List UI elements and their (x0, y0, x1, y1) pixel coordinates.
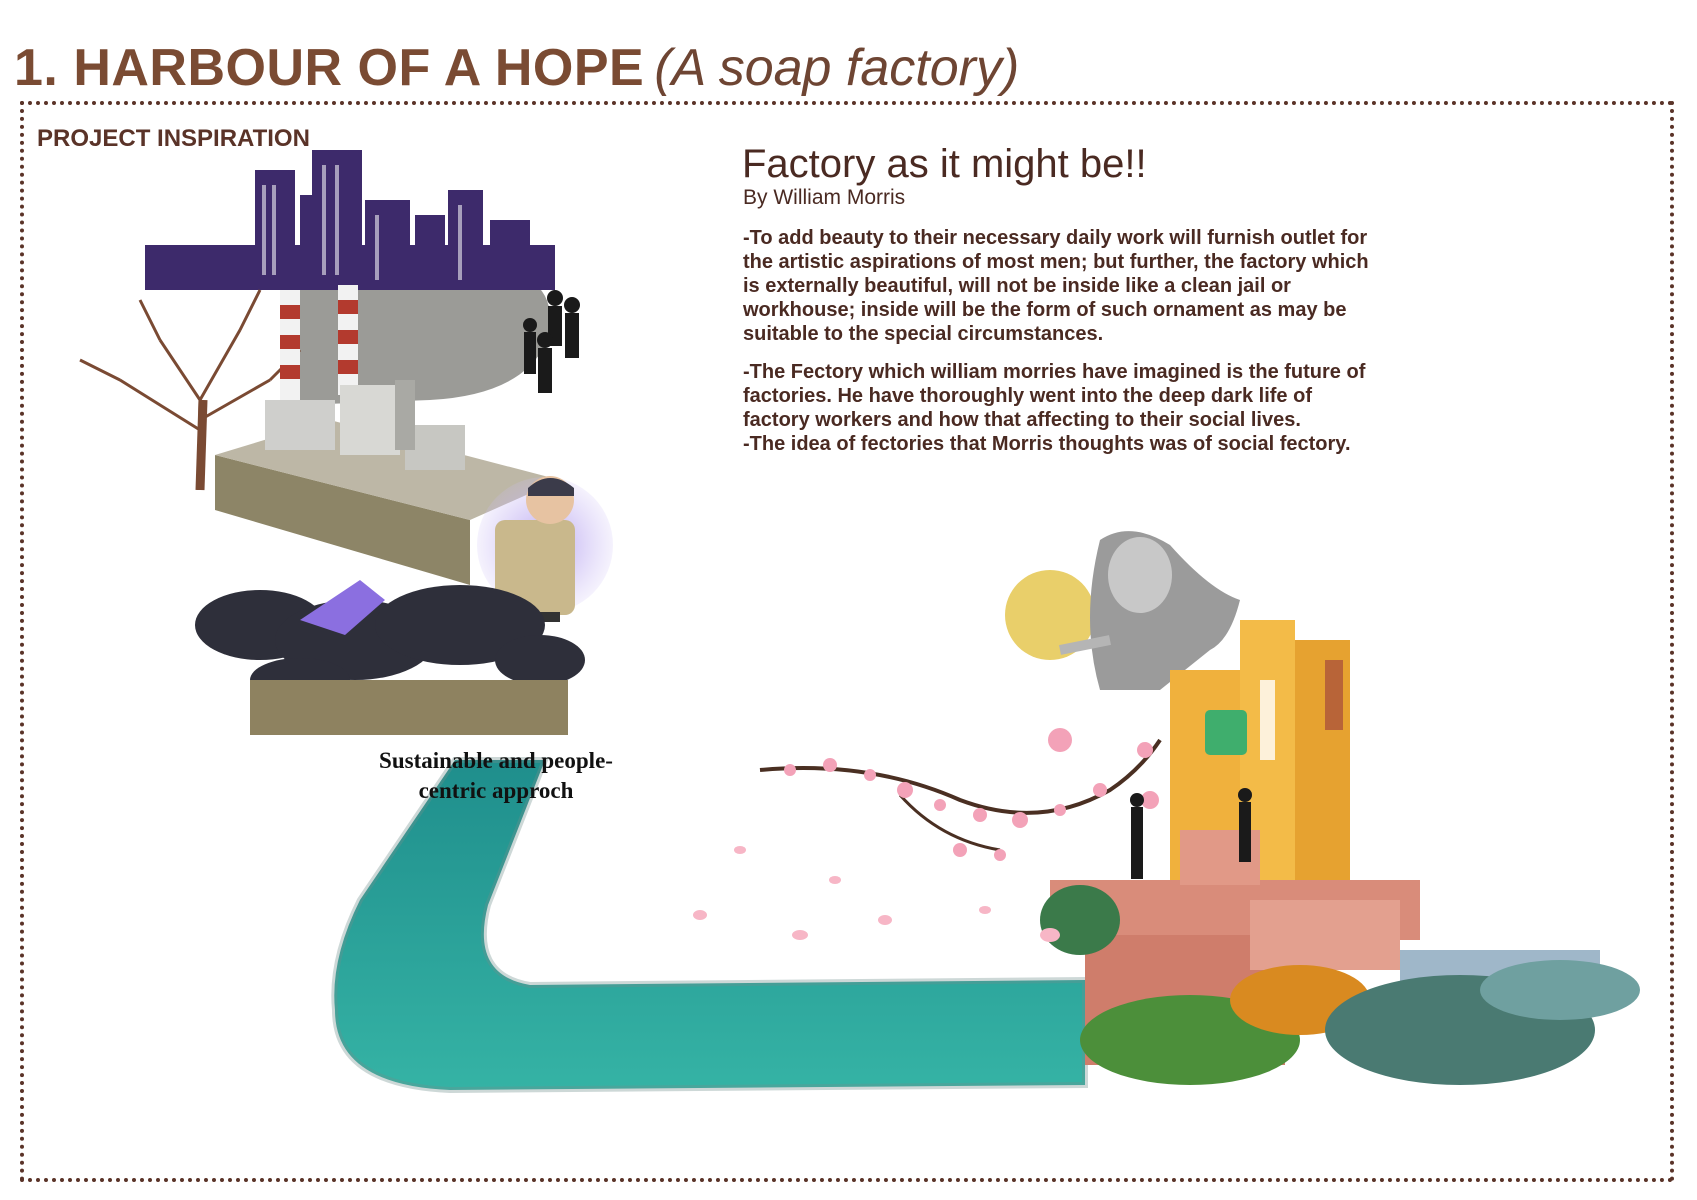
quote-author: By William Morris (743, 186, 906, 209)
page-title: 1. HARBOUR OF A HOPE(A soap factory) (14, 38, 1019, 98)
section-label: PROJECT INSPIRATION (37, 125, 310, 152)
people-silhouettes (523, 290, 580, 393)
bare-tree (79, 289, 302, 491)
dead-fish (300, 580, 385, 635)
chimneys (280, 285, 358, 410)
green-lantern (1205, 710, 1247, 755)
city-skyline (145, 150, 555, 290)
terrace-silhouettes (1130, 788, 1252, 879)
quote-body: -To add beauty to their necessary daily … (743, 226, 1383, 470)
quote-paragraph-1: -To add beauty to their necessary daily … (743, 227, 1369, 345)
title-main: 1. HARBOUR OF A HOPE (14, 39, 645, 97)
scientist-figure (1059, 531, 1240, 690)
title-subtitle: (A soap factory) (654, 39, 1020, 97)
worker-figure (495, 476, 575, 622)
yellow-circle (1005, 570, 1095, 660)
dotted-frame (20, 101, 1674, 1182)
grey-road (300, 280, 550, 405)
garden-plants (1040, 885, 1640, 1085)
quote-heading: Factory as it might be!! (742, 142, 1147, 186)
factory-block (215, 380, 560, 585)
river-path (331, 757, 1088, 1094)
cherry-blossom-branch (693, 728, 1162, 942)
soil-base (250, 680, 568, 735)
quote-paragraph-2: -The Fectory which william morries have … (743, 361, 1366, 455)
approach-caption: Sustainable and people-centric approch (379, 748, 613, 803)
